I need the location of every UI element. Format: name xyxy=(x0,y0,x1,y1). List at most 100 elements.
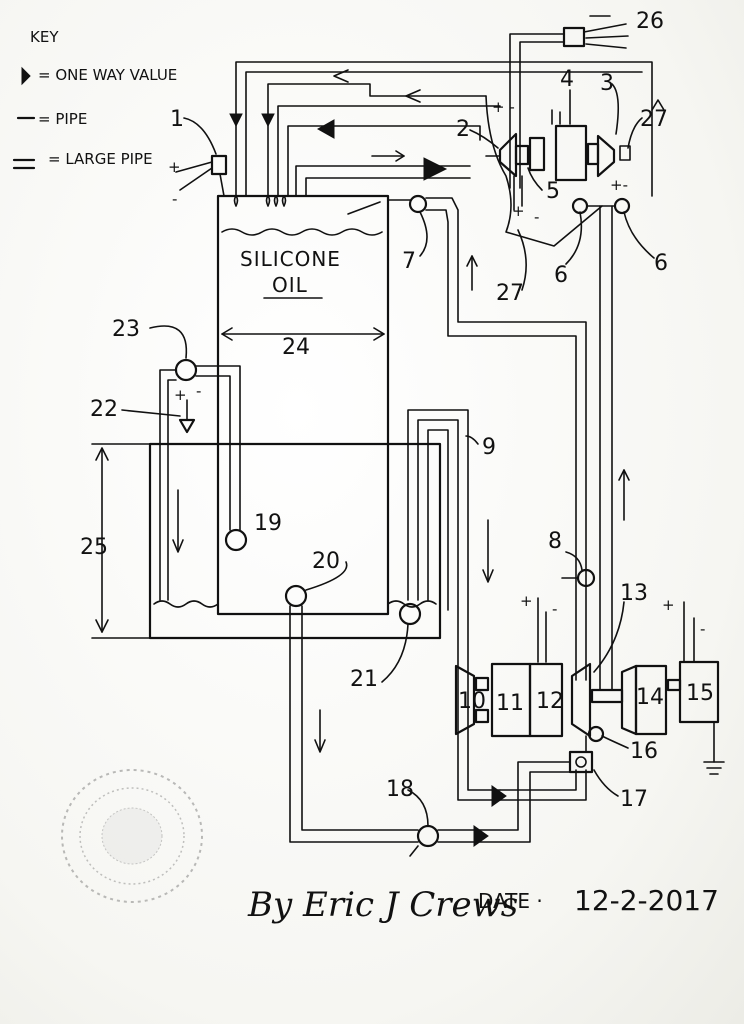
one-way-valve-icon xyxy=(316,119,335,139)
generator-4 xyxy=(554,124,588,182)
one-way-valve-icon xyxy=(261,113,275,128)
flow-arrow-down-icon xyxy=(314,739,326,753)
date-value: 12-2-2017 xyxy=(574,884,719,917)
svg-text:-: - xyxy=(700,620,705,638)
sensor-box xyxy=(210,154,228,176)
svg-text:+: + xyxy=(520,592,533,610)
label-14: 14 xyxy=(636,685,664,710)
label-15: 15 xyxy=(686,681,714,706)
generator-12 xyxy=(528,662,564,738)
label-8: 8 xyxy=(548,529,562,554)
key-item-pipe: = PIPE xyxy=(38,110,87,128)
flow-arrow-left-icon xyxy=(405,89,421,103)
oil-surface-wave xyxy=(221,228,383,236)
label-24: 24 xyxy=(282,335,310,360)
svg-text:+: + xyxy=(662,596,675,614)
label-20: 20 xyxy=(312,549,340,574)
label-2: 2 xyxy=(456,117,470,142)
label-18: 18 xyxy=(386,777,414,802)
label-25: 25 xyxy=(80,535,108,560)
one-way-valve-icon xyxy=(491,785,507,807)
main-outlet-pipe xyxy=(387,194,630,691)
flow-arrow-right-icon xyxy=(395,150,405,162)
svg-text:-: - xyxy=(196,382,201,400)
tank-label-line1: SILICONE xyxy=(240,247,341,271)
label-6a: 6 xyxy=(554,263,568,288)
flow-arrow-down-icon xyxy=(482,569,494,583)
key-legend: KEY = ONE WAY VALUE = PIPE = LARGE PIPE xyxy=(12,28,177,170)
label-7: 7 xyxy=(402,249,416,274)
valve-23 xyxy=(174,358,198,382)
key-item-one-way-valve: = ONE WAY VALUE xyxy=(38,66,177,84)
outer-basin xyxy=(91,442,442,640)
svg-text:-: - xyxy=(534,208,539,226)
basin-outline xyxy=(148,442,442,640)
label-6b: 6 xyxy=(654,251,668,276)
one-way-valve-symbol-icon xyxy=(21,66,31,86)
valve-6b xyxy=(613,197,631,215)
turbine-generator-train-bottom: + - + - xyxy=(454,592,725,775)
label-23: 23 xyxy=(112,317,140,342)
valve-21 xyxy=(398,602,422,626)
callout-labels: 1 2 3 4 5 6 6 7 8 9 10 11 12 13 14 15 16… xyxy=(80,9,714,827)
signature-block: By Eric J Crews DATE · 12-2-2017 xyxy=(247,884,719,925)
silicone-oil-tank: SILICONE OIL xyxy=(216,194,390,616)
turbine-generator-unit-top: + - +- + - xyxy=(485,95,631,247)
svg-text:+-: +- xyxy=(610,176,628,194)
turbine-3 xyxy=(596,134,616,178)
valve-22-icon xyxy=(178,418,196,434)
valve-16 xyxy=(587,725,605,743)
date-label: DATE · xyxy=(478,889,543,913)
label-26: 26 xyxy=(636,9,664,34)
label-10: 10 xyxy=(458,689,486,714)
return-pipe-inner xyxy=(287,125,481,197)
generator-14 xyxy=(634,664,668,736)
svg-text:+: + xyxy=(168,158,181,176)
tank-outline xyxy=(216,194,390,616)
one-way-valve-icon xyxy=(229,113,243,128)
label-21: 21 xyxy=(350,667,378,692)
box-17 xyxy=(568,750,594,774)
exhaust-26 xyxy=(509,15,629,189)
unit-housing xyxy=(485,95,603,247)
turbine-10 xyxy=(454,664,476,736)
label-9: 9 xyxy=(482,435,496,460)
float-loop-23: + - xyxy=(159,358,248,601)
one-way-valve-icon xyxy=(473,825,489,847)
key-title: KEY xyxy=(30,28,59,46)
return-pipe-outer xyxy=(235,61,653,197)
loop-pipe-9 xyxy=(398,409,587,807)
flow-arrow-up-icon xyxy=(618,469,630,481)
svg-text:+ -: + - xyxy=(492,98,515,116)
label-22: 22 xyxy=(90,397,118,422)
svg-text:+: + xyxy=(174,386,187,404)
float-20 xyxy=(284,584,308,608)
key-item-large-pipe: = LARGE PIPE xyxy=(48,150,153,168)
sensor-1: + - xyxy=(168,154,228,208)
label-5: 5 xyxy=(546,179,560,204)
svg-text:-: - xyxy=(172,190,177,208)
return-pipe-middle xyxy=(267,83,487,197)
flow-arrow-left-icon xyxy=(333,69,349,83)
exhaust-box xyxy=(562,26,586,48)
label-11: 11 xyxy=(496,691,524,716)
turbine-13 xyxy=(570,662,592,738)
label-16: 16 xyxy=(630,739,658,764)
signature: By Eric J Crews xyxy=(247,885,518,925)
flow-arrow-up-icon xyxy=(466,255,478,267)
flow-arrow-up-icon xyxy=(651,99,665,111)
label-12: 12 xyxy=(536,689,564,714)
label-19: 19 xyxy=(254,511,282,536)
one-way-valve-icon xyxy=(423,157,448,181)
valve-7 xyxy=(408,194,428,214)
svg-text:-: - xyxy=(552,600,557,618)
notary-seal-stamp xyxy=(61,769,203,903)
label-4: 4 xyxy=(560,67,574,92)
label-1: 1 xyxy=(170,107,184,132)
label-27a: 27 xyxy=(640,107,668,132)
battery-15 xyxy=(678,660,720,724)
label-3: 3 xyxy=(600,71,614,96)
valve-6a xyxy=(571,197,589,215)
